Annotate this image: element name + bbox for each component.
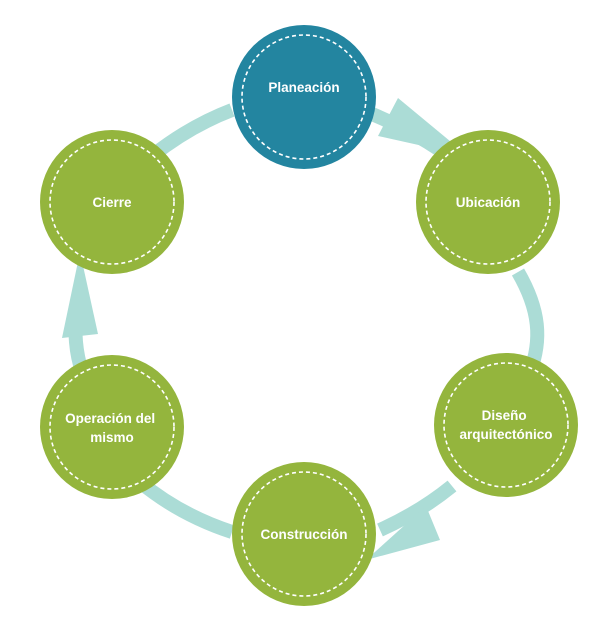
arrow-planeacion-to-ubicacion — [378, 98, 468, 156]
stage-diseno-circle — [434, 353, 578, 497]
stage-cierre: Cierre — [40, 130, 184, 274]
svg-text:Ubicación: Ubicación — [456, 195, 521, 210]
stage-construccion-dash-ring — [241, 471, 367, 597]
stage-ubicacion: Ubicación — [416, 130, 560, 274]
stage-ubicacion-circle — [416, 130, 560, 274]
stage-planeacion-label: Planeación — [268, 80, 339, 95]
stage-planeacion-circle — [232, 25, 376, 169]
stage-construccion-circle — [232, 462, 376, 606]
stage-operacion-dash-ring — [49, 364, 175, 490]
stage-operacion-label-line-1: Operación del — [65, 411, 155, 426]
svg-text:Construcción: Construcción — [260, 527, 347, 542]
ring-arc-cierre-planeacion — [147, 103, 235, 162]
stage-operacion-circle — [40, 355, 184, 499]
stage-ubicacion-label: Ubicación — [456, 195, 521, 210]
stage-cierre-circle — [40, 130, 184, 274]
ring-arc-diseno-construccion — [377, 480, 457, 537]
stage-diseno-label-line-2: arquitectónico — [459, 427, 552, 442]
stage-operacion-label-line-2: mismo — [90, 430, 134, 445]
stage-diseno-label-line-1: Diseño — [482, 408, 527, 423]
svg-text:Operación del mismo: Operación del mismo — [65, 411, 159, 445]
svg-text:Cierre: Cierre — [92, 195, 132, 210]
stage-planeacion: Planeación — [232, 25, 376, 169]
stage-cierre-label: Cierre — [92, 195, 132, 210]
svg-text:Diseño arquitectónico: Diseño arquitectónico — [459, 408, 552, 442]
stage-construccion: Construcción — [232, 462, 376, 606]
stage-construccion-label: Construcción — [260, 527, 347, 542]
stage-planeacion-dash-ring — [241, 34, 367, 160]
arrow-diseno-to-construccion — [366, 506, 440, 560]
ring-arrows — [62, 98, 468, 560]
ring-arc-construccion-operacion — [135, 476, 235, 539]
stage-ubicacion-dash-ring — [425, 139, 551, 265]
stage-diseno: Diseño arquitectónico — [434, 353, 578, 497]
stage-operacion: Operación del mismo — [40, 355, 184, 499]
stage-cierre-dash-ring — [49, 139, 175, 265]
arrow-operacion-to-cierre — [62, 252, 98, 338]
svg-text:Planeación: Planeación — [268, 80, 339, 95]
stage-diseno-dash-ring — [443, 362, 569, 488]
